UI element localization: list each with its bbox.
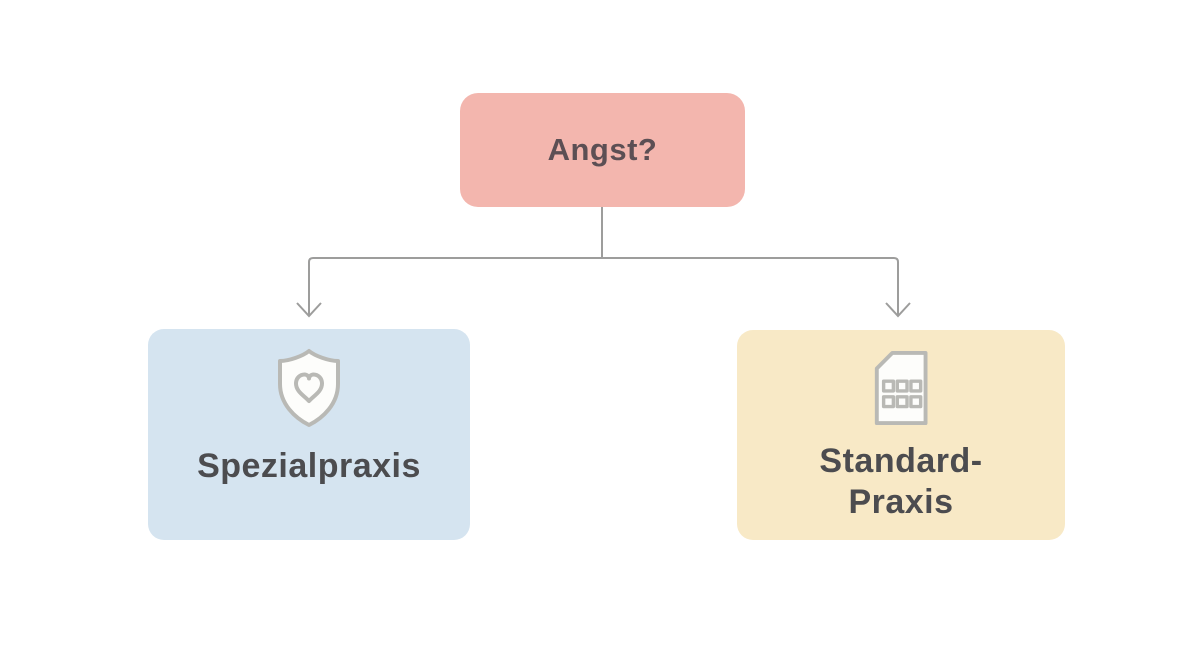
arrowhead-left-icon — [296, 302, 322, 318]
root-node-label: Angst? — [547, 132, 658, 167]
connector-rail — [308, 257, 899, 315]
shield-heart-icon — [278, 349, 340, 427]
node-spezialpraxis: Spezialpraxis — [148, 329, 470, 540]
document-grid-icon — [874, 350, 928, 426]
node-angst: Angst? — [460, 93, 745, 207]
node-standard-praxis: Standard-Praxis — [737, 330, 1065, 540]
child-node-label: Spezialpraxis — [197, 447, 421, 485]
arrowhead-right-icon — [885, 302, 911, 318]
connector-group — [296, 207, 911, 318]
child-node-label: Standard-Praxis — [819, 442, 983, 522]
